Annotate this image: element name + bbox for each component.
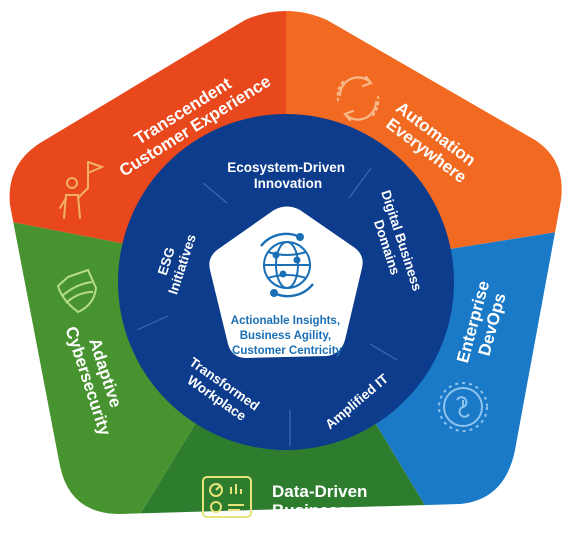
infinity-loop-icon: [438, 382, 488, 432]
center-pentagon: [209, 206, 363, 358]
outer-label-data-driven-2: Business: [272, 501, 348, 520]
center-line-3: Customer Centricity: [232, 345, 343, 357]
dashboard-icon: [202, 476, 252, 518]
ring-label-ecosystem-2: Innovation: [254, 176, 322, 191]
outer-label-data-driven-1: Data-Driven: [272, 482, 367, 501]
svg-text:Adaptive Cybersecurity: Adaptive Cybersecurity: [61, 318, 132, 438]
svg-text:Ecosystem-Driven Innovatio: Ecosystem-Driven Innovation: [227, 160, 349, 191]
center-line-1: Actionable Insights,: [231, 315, 340, 327]
ring-label-ecosystem-1: Ecosystem-Driven: [227, 160, 345, 175]
svg-text:Data-Driven Business: Data-Driven Business: [272, 482, 372, 520]
person-flag-icon: [59, 161, 105, 219]
globe-network-icon: [260, 232, 314, 298]
shield-icon: [56, 268, 98, 314]
cycle-arrows-icon: [336, 75, 380, 122]
center-line-2: Business Agility,: [240, 330, 331, 342]
svg-text:Actionable Insights, Busin: Actionable Insights, Business Agility, C…: [231, 315, 343, 357]
ring-dividers: [136, 167, 398, 446]
